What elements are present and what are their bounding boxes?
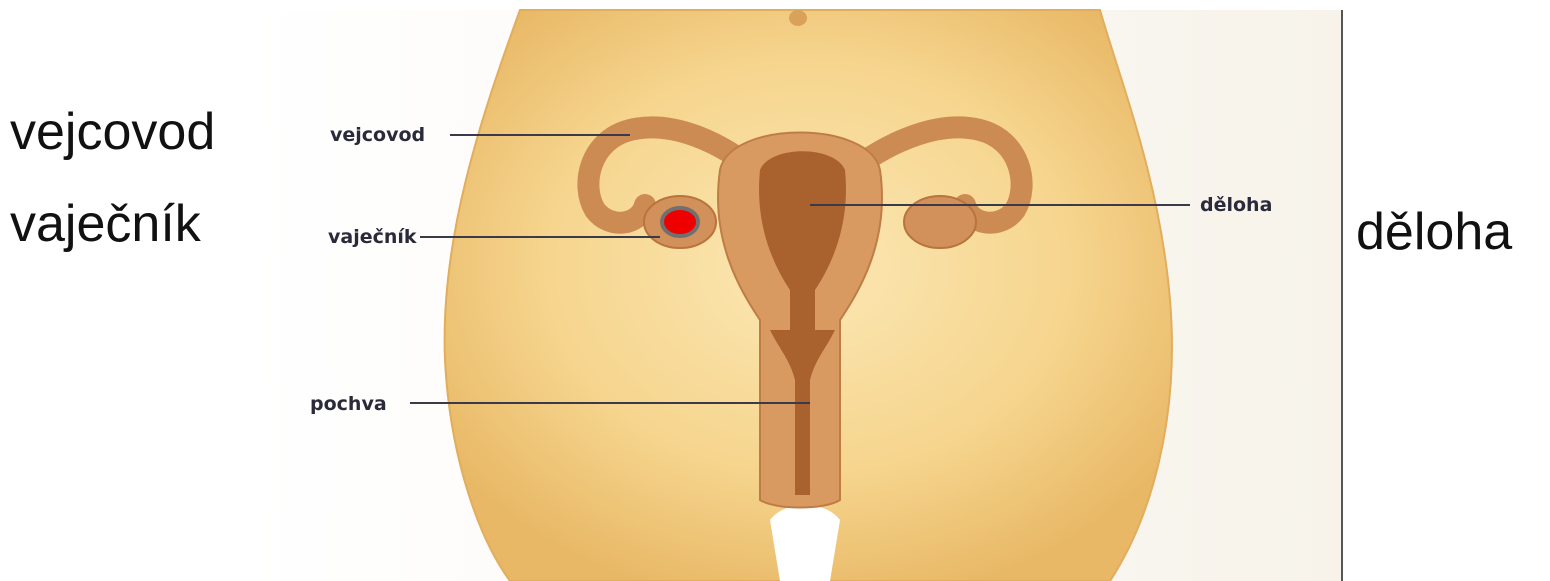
navel (789, 10, 807, 26)
diagram-label-vejcovod: vejcovod (330, 124, 425, 146)
label-vajecnik: vaječník (10, 198, 201, 250)
diagram-label-pochva: pochva (310, 393, 387, 415)
label-vejcovod: vejcovod (10, 106, 215, 158)
diagram-label-vajecnik: vaječník (328, 226, 417, 248)
diagram-label-deloha: děloha (1200, 194, 1272, 216)
anatomy-diagram: vejcovod vaječník děloha pochva (250, 0, 1350, 581)
ovary-right (904, 196, 976, 248)
leg-gap (770, 505, 840, 581)
anatomy-illustration: vejcovod vaječník děloha pochva (250, 0, 1350, 581)
marker-dot (662, 208, 698, 236)
label-deloha: děloha (1356, 206, 1512, 258)
